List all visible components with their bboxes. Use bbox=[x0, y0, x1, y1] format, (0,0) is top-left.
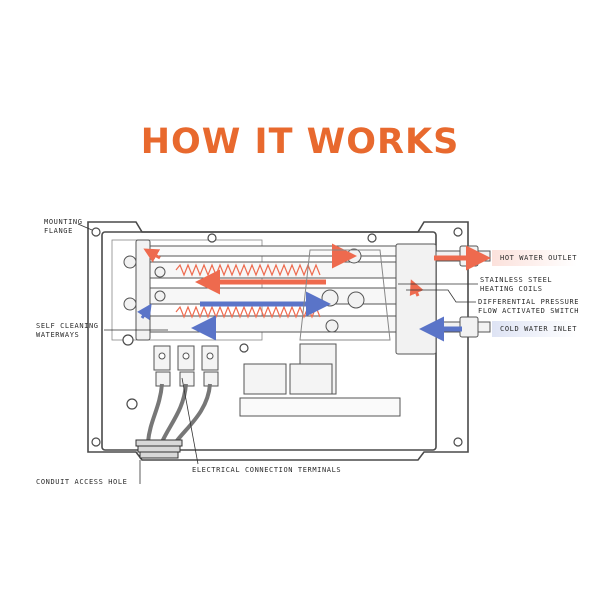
circuit-board bbox=[239, 397, 401, 417]
inlet-nut bbox=[459, 316, 479, 338]
label-stainless-steel-heating-coils: STAINLESS STEEL HEATING COILS bbox=[480, 276, 552, 294]
mounting-hole bbox=[91, 227, 101, 237]
conduit-nut bbox=[135, 439, 183, 447]
cold-turn-arrow bbox=[137, 303, 152, 321]
label-line: STAINLESS STEEL bbox=[480, 276, 553, 284]
leader-lines bbox=[77, 223, 478, 484]
right-manifold bbox=[395, 243, 437, 355]
mounting-hole bbox=[91, 437, 101, 447]
label-electrical-connection-terminals: ELECTRICAL CONNECTION TERMINALS bbox=[192, 466, 342, 474]
fitting bbox=[123, 297, 137, 311]
conduit-fitting bbox=[135, 439, 183, 459]
screw bbox=[367, 233, 377, 243]
label-line: MOUNTING bbox=[44, 218, 83, 226]
fitting bbox=[154, 266, 166, 278]
mounting-holes bbox=[91, 227, 463, 447]
fitting bbox=[154, 290, 166, 302]
wiring bbox=[146, 383, 212, 444]
wire bbox=[160, 383, 188, 443]
wire bbox=[146, 383, 164, 443]
left-manifold bbox=[135, 239, 151, 341]
label-hot-water-outlet: HOT WATER OUTLET bbox=[492, 250, 578, 266]
label-line: FLANGE bbox=[44, 227, 73, 235]
terminal-screw bbox=[182, 352, 190, 360]
label-conduit-access-hole: CONDUIT ACCESS HOLE bbox=[36, 478, 128, 486]
conduit-nut bbox=[139, 451, 179, 459]
fitting bbox=[123, 255, 137, 269]
terminal-block bbox=[203, 371, 219, 387]
label-mounting-flange: MOUNTING FLANGE bbox=[44, 218, 83, 236]
relay bbox=[243, 363, 287, 395]
leader-line bbox=[77, 223, 93, 231]
label-line: SELF CLEANING bbox=[36, 322, 99, 330]
mounting-hole bbox=[453, 227, 463, 237]
screw bbox=[126, 398, 138, 410]
conduit-nut bbox=[137, 445, 181, 453]
leader-line bbox=[406, 289, 476, 303]
mounting-hole bbox=[453, 437, 463, 447]
page-title: HOW IT WORKS bbox=[140, 122, 460, 162]
terminal-block bbox=[155, 371, 171, 387]
wire bbox=[174, 383, 212, 444]
label-cold-water-inlet: COLD WATER INLET bbox=[492, 321, 578, 337]
label-differential-pressure-switch: DIFFERENTIAL PRESSURE FLOW ACTIVATED SWI… bbox=[478, 298, 579, 316]
screw bbox=[239, 343, 249, 353]
inlet-stub bbox=[477, 321, 491, 333]
fitting bbox=[347, 291, 365, 309]
label-line: DIFFERENTIAL PRESSURE bbox=[478, 298, 580, 306]
lower-components bbox=[153, 249, 401, 417]
upper-tube bbox=[149, 261, 397, 279]
label-line: WATERWAYS bbox=[36, 331, 80, 339]
screw bbox=[122, 334, 134, 346]
hot-turn-arrow bbox=[143, 248, 161, 263]
label-self-cleaning-waterways: SELF CLEANING WATERWAYS bbox=[36, 322, 99, 340]
label-line: FLOW ACTIVATED SWITCH bbox=[478, 307, 580, 315]
terminal-screw bbox=[206, 352, 214, 360]
label-line: HEATING COILS bbox=[480, 285, 543, 293]
leader-line bbox=[181, 377, 199, 465]
screw bbox=[207, 233, 217, 243]
flow-arrows bbox=[137, 243, 491, 342]
switch-housing bbox=[299, 249, 391, 341]
relay bbox=[289, 363, 333, 395]
terminal-screw bbox=[158, 352, 166, 360]
